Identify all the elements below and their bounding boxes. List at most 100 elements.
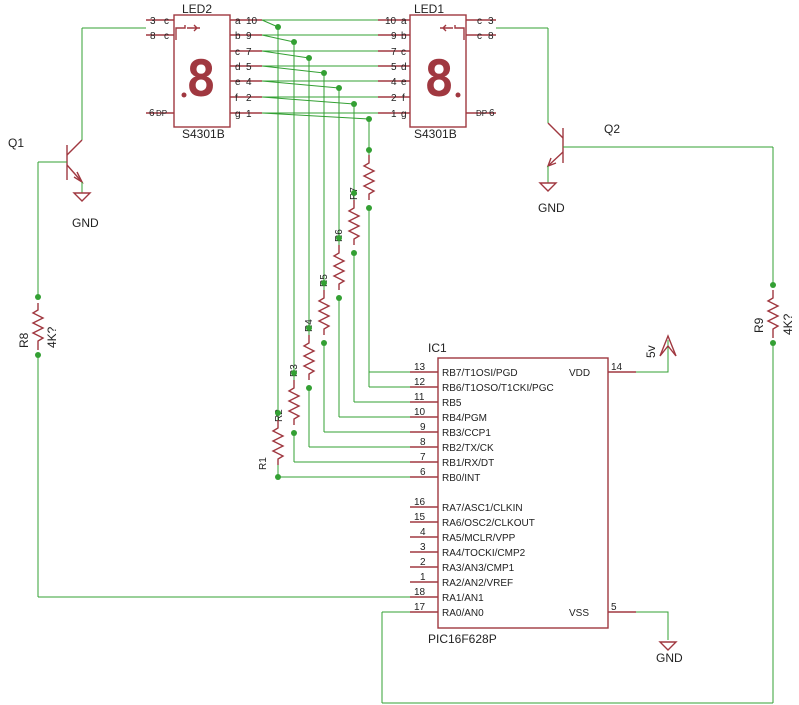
svg-text:9: 9 [391,31,397,42]
svg-text:VDD: VDD [569,368,590,379]
svg-text:2: 2 [246,93,252,104]
led2-display: 8 3 c 8 c 6 DP a 10 b 9 [146,2,262,141]
svg-text:RB6/T1OSO/T1CKI/PGC: RB6/T1OSO/T1CKI/PGC [442,383,554,394]
ic1-part: PIC16F628P [428,632,497,646]
svg-text:b: b [235,31,241,42]
svg-text:GND: GND [538,201,565,215]
svg-text:e: e [235,77,241,88]
svg-text:RA4/TOCKI/CMP2: RA4/TOCKI/CMP2 [442,548,526,559]
svg-text:c: c [477,31,482,42]
svg-text:13: 13 [414,362,426,373]
svg-text:RB2/TX/CK: RB2/TX/CK [442,443,494,454]
svg-text:8: 8 [150,31,156,42]
svg-text:3: 3 [420,542,426,553]
ic1-pin-numbers: 13 12 11 10 9 8 7 6 16 15 4 3 2 1 18 17 … [414,362,623,613]
svg-text:R9: R9 [752,317,766,333]
svg-text:DP: DP [156,109,167,118]
rb-wires [278,208,410,478]
svg-text:RA6/OSC2/CLKOUT: RA6/OSC2/CLKOUT [442,518,535,529]
transistor-q2: Q2 GND [496,27,774,283]
svg-text:10: 10 [385,16,397,27]
svg-text:9: 9 [246,31,252,42]
led1-part: S4301B [414,127,457,141]
svg-text:e: e [401,77,407,88]
gnd-ic: GND [636,611,683,665]
svg-text:2: 2 [420,557,426,568]
svg-text:7: 7 [391,47,397,58]
led2-right-pins: a 10 b 9 c 7 d 5 e 4 f 2 g 1 [230,16,262,120]
svg-text:GND: GND [72,216,99,230]
svg-text:4: 4 [420,527,426,538]
svg-text:1: 1 [246,109,252,120]
supply-label: 5v [644,345,658,358]
svg-text:6: 6 [420,467,426,478]
q2-label: Q2 [604,122,620,136]
svg-text:8: 8 [488,31,494,42]
svg-text:RB4/PGM: RB4/PGM [442,413,487,424]
svg-text:R1: R1 [258,457,269,470]
svg-text:c: c [164,31,169,42]
led1-display: 8 10 a 9 b 7 c 5 d 4 e 2 f 1 g [378,2,496,141]
svg-text:g: g [235,109,241,120]
svg-text:c: c [401,47,406,58]
svg-text:2: 2 [391,93,397,104]
led1-left-pins: 10 a 9 b 7 c 5 d 4 e 2 f 1 g [378,16,410,120]
svg-text:3: 3 [488,16,494,27]
svg-text:b: b [401,31,407,42]
resistor-r8: R8 4K? [17,294,410,598]
svg-text:c: c [164,16,169,27]
ic1-ref: IC1 [428,341,447,355]
svg-text:11: 11 [414,392,425,403]
svg-text:5: 5 [246,62,252,73]
svg-text:RB7/T1OSI/PGD: RB7/T1OSI/PGD [442,368,518,379]
svg-text:d: d [235,62,241,73]
svg-text:9: 9 [420,422,426,433]
svg-text:4K?: 4K? [45,326,59,348]
svg-text:d: d [401,62,407,73]
resistor-r9: R9 4K? [381,282,795,704]
svg-text:4: 4 [246,77,252,88]
led1-right-pins: c 3 c 8 DP 6 [466,16,496,119]
resistor-r7: R7 [349,147,376,387]
svg-text:1: 1 [391,109,397,120]
led1-ref: LED1 [414,2,444,16]
ic1-pic16f628p: IC1 PIC16F628P 13 12 11 10 [410,341,636,646]
svg-text:4K?: 4K? [781,313,795,335]
svg-text:4: 4 [391,77,397,88]
led1-digit: 8 [424,50,454,108]
ic1-pin-names: RB7/T1OSI/PGD RB6/T1OSO/T1CKI/PGC RB5 RB… [442,368,590,619]
svg-text:VSS: VSS [569,608,589,619]
svg-text:7: 7 [246,47,252,58]
svg-text:c: c [477,16,482,27]
svg-text:RA7/ASC1/CLKIN: RA7/ASC1/CLKIN [442,503,523,514]
svg-text:g: g [401,109,407,120]
svg-text:RA1/AN1: RA1/AN1 [442,593,484,604]
svg-text:12: 12 [414,377,426,388]
svg-text:RB3/CCP1: RB3/CCP1 [442,428,491,439]
transistor-q1: Q1 GND [8,27,146,296]
svg-text:10: 10 [246,16,258,27]
resistor-r3: R3 [289,325,316,447]
svg-text:14: 14 [611,362,623,373]
svg-text:5: 5 [611,602,617,613]
svg-text:f: f [402,93,405,104]
svg-text:RB5: RB5 [442,398,462,409]
svg-text:10: 10 [414,407,426,418]
led2-part: S4301B [182,127,225,141]
q1-label: Q1 [8,136,24,150]
svg-text:f: f [235,93,238,104]
resistor-r5: R5 [319,235,346,417]
ic1-pins [410,371,636,613]
svg-text:16: 16 [414,497,426,508]
svg-text:8: 8 [420,437,426,448]
svg-text:c: c [235,47,240,58]
svg-text:RA0/AN0: RA0/AN0 [442,608,484,619]
svg-text:15: 15 [414,512,426,523]
svg-text:GND: GND [656,651,683,665]
svg-text:17: 17 [414,602,426,613]
segment-bus [261,19,378,420]
svg-text:a: a [235,16,241,27]
svg-text:RB0/INT: RB0/INT [442,473,480,484]
svg-text:a: a [401,16,407,27]
